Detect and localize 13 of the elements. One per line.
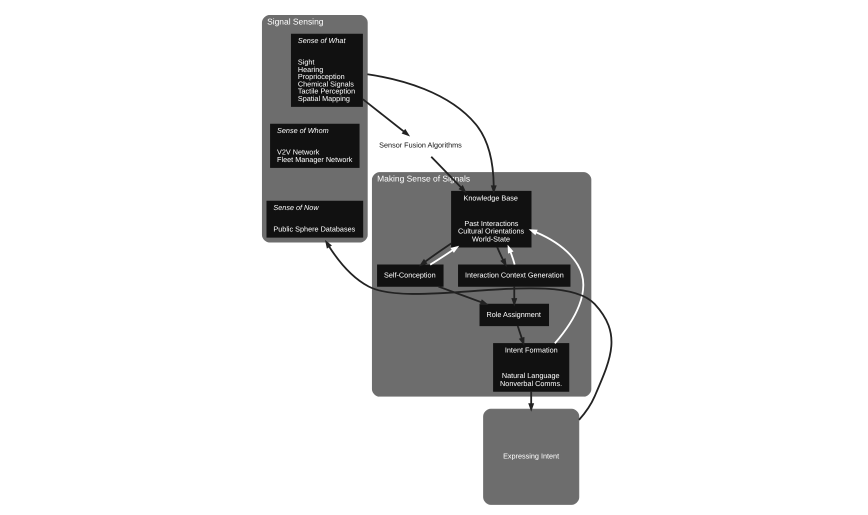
arrow [528,229,584,344]
arrow [418,242,452,266]
arrow [507,244,516,265]
arrow [496,246,506,267]
arrow [430,156,466,194]
arrow [516,326,524,346]
arrow [510,286,517,307]
arrow [438,286,488,305]
arrow [366,73,496,194]
arrow [362,98,410,136]
arrow [528,392,534,412]
arrow [324,240,612,420]
arrow [429,246,459,266]
